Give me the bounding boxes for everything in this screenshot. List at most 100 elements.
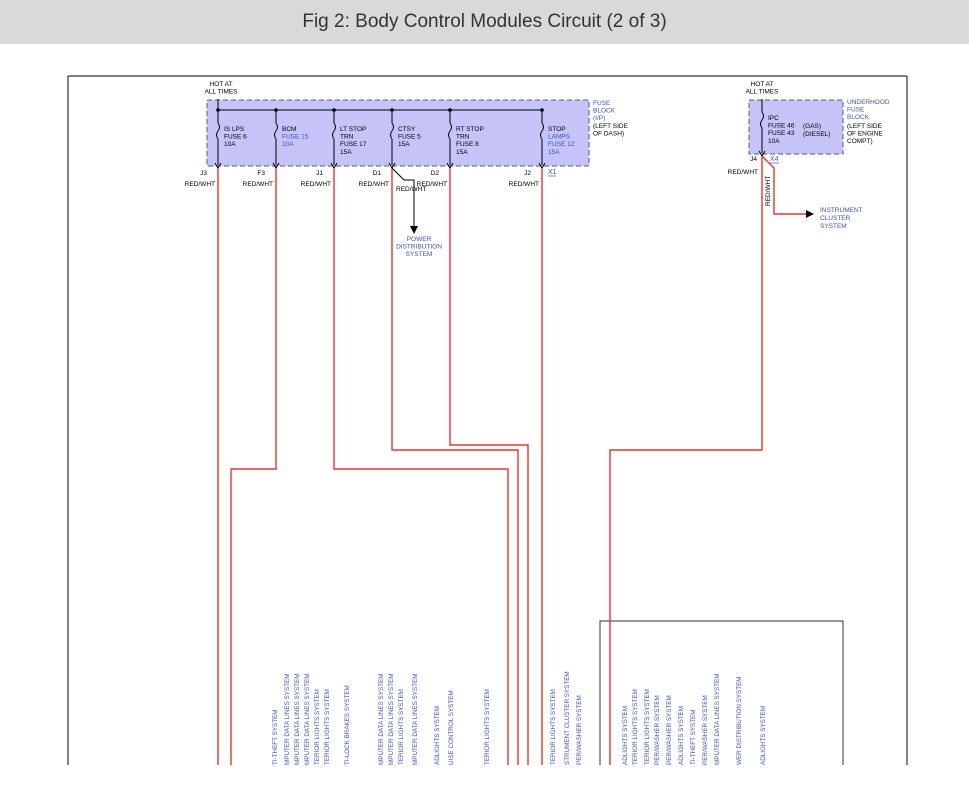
fuse-label: IS LPS	[224, 126, 245, 133]
terminal-label: J3	[200, 170, 207, 177]
branch-wire	[391, 167, 415, 227]
wire-ctsy	[391, 168, 519, 765]
fuse-symbol	[332, 122, 336, 140]
branch-target-label: INSTRUMENT	[820, 207, 863, 214]
fuse-label: 10A	[282, 141, 294, 148]
terminal-label: F3	[257, 170, 265, 177]
arrow-icon	[806, 210, 814, 218]
branch-target-label: SYSTEM	[820, 223, 847, 230]
system-label: PER/WASHER SYSTEM	[654, 695, 661, 765]
wire-ipc-branch	[761, 155, 808, 215]
system-label: TERIOR LIGHTS SYSTEM	[632, 689, 639, 765]
system-label: TI-THEFT SYSTEM	[690, 709, 697, 765]
underhood-fuse-block-name: BLOCK	[847, 114, 870, 121]
fuse-block-name: BLOCK	[593, 108, 616, 115]
underhood-fuse-block-location: COMPT)	[847, 138, 873, 145]
fuse-label: 10A	[768, 138, 780, 145]
fuse-symbol	[448, 122, 452, 140]
wire-lt-stop	[333, 168, 509, 765]
wire-bcm	[230, 168, 277, 765]
system-label: MPUTER DATA LINES SYSTEM	[412, 674, 419, 765]
fuse-label: LAMPS	[548, 134, 571, 141]
system-label: ADLIGHTS SYSTEM	[678, 706, 685, 765]
system-label: PER/WASHER SYSTEM	[702, 695, 709, 765]
fuse-symbol	[760, 111, 764, 129]
page-title: Fig 2: Body Control Modules Circuit (2 o…	[302, 11, 667, 32]
fuse-label: BCM	[282, 126, 296, 133]
terminal-label: J2	[524, 170, 531, 177]
branch-wire-color-label: RED/WHT	[396, 186, 426, 193]
fuse-label: FUSE 46	[768, 123, 795, 130]
cluster-frame	[599, 620, 844, 765]
terminal-label: D2	[431, 170, 440, 177]
fuse-block-location: OF DASH)	[593, 131, 624, 138]
fuse-label: FUSE 12	[548, 141, 575, 148]
fuse-label: LT STOP	[340, 126, 366, 133]
fuse-label: 15A	[456, 149, 468, 156]
wire-color-label: RED/WHT	[728, 169, 758, 176]
terminal-label: D1	[373, 170, 382, 177]
system-label: MPUTER DATA LINES SYSTEM	[284, 674, 291, 765]
connector-label: X4	[770, 156, 779, 163]
system-label: TERIOR LIGHTS SYSTEM	[314, 689, 321, 765]
branch-target-label: SYSTEM	[406, 251, 433, 258]
fuse-symbol	[540, 122, 544, 140]
fuse-label: STOP	[548, 126, 566, 133]
branch-target-label: POWER	[407, 236, 432, 243]
hot-at-all-times-label: ALL TIMES	[205, 89, 239, 96]
fuse-block-name: FUSE	[593, 100, 611, 107]
wire-color-label: RED/WHT	[417, 181, 447, 188]
fuse-block-location: (LEFT SIDE	[593, 123, 629, 130]
wire-color-label: RED/WHT	[185, 181, 215, 188]
branch-target-label: CLUSTER	[820, 215, 851, 222]
fuse-symbol	[390, 122, 394, 140]
fuse-label: 15A	[548, 149, 560, 156]
wire-color-label: RED/WHT	[243, 181, 273, 188]
system-label: TERIOR LIGHTS SYSTEM	[484, 689, 491, 765]
fuse-symbol	[274, 122, 278, 140]
system-label: MPUTER DATA LINES SYSTEM	[714, 674, 721, 765]
system-label: TERIOR LIGHTS SYSTEM	[324, 689, 331, 765]
fuse-note: (GAS)	[803, 123, 821, 130]
fuse-label: 15A	[398, 141, 410, 148]
system-label: ADLIGHTS SYSTEM	[434, 706, 441, 765]
system-label: TERIOR LIGHTS SYSTEM	[550, 689, 557, 765]
hot-at-all-times-label: ALL TIMES	[746, 89, 780, 96]
underhood-fuse-block-name: FUSE	[847, 107, 865, 114]
system-label: WER DISTRIBUTION SYSTEM	[736, 676, 743, 765]
fuse-label: FUSE 43	[768, 130, 795, 137]
fuse-label: FUSE 8	[456, 141, 479, 148]
system-label: TI-THEFT SYSTEM	[272, 709, 279, 765]
terminal-label: J4	[750, 156, 757, 163]
wire-color-label: RED/WHT	[301, 181, 331, 188]
wire-color-label: RED/WHT	[509, 181, 539, 188]
title-bar: Fig 2: Body Control Modules Circuit (2 o…	[0, 0, 969, 44]
fuse-label: 15A	[340, 149, 352, 156]
fuse-label: TRN	[340, 134, 354, 141]
branch-target-label: DISTRIBUTION	[396, 244, 442, 251]
fuse-label: FUSE 17	[340, 141, 367, 148]
system-label: MPUTER DATA LINES SYSTEM	[388, 674, 395, 765]
underhood-fuse-block-location: (LEFT SIDE	[847, 123, 883, 130]
fuse-label: IPC	[768, 115, 779, 122]
terminal-label: J1	[316, 170, 323, 177]
wire-rt-stop	[449, 168, 529, 765]
system-label: TERIOR LIGHTS SYSTEM	[398, 689, 405, 765]
wire-color-label: RED/WHT	[359, 181, 389, 188]
fuse-note: (DIESEL)	[803, 131, 830, 138]
underhood-fuse-block-box	[748, 99, 844, 155]
system-label: MPUTER DATA LINES SYSTEM	[304, 674, 311, 765]
fuse-symbol	[216, 122, 220, 140]
fuse-label: FUSE 5	[398, 134, 421, 141]
fuse-block-name: (I/P)	[593, 115, 605, 122]
arrow-icon	[410, 226, 418, 234]
fuse-label: FUSE 6	[224, 134, 247, 141]
fuse-label: FUSE 15	[282, 134, 309, 141]
system-label: ADLIGHTS SYSTEM	[622, 706, 629, 765]
fuse-label: RT STOP	[456, 126, 484, 133]
fuse-label: TRN	[456, 134, 470, 141]
wire-ipc	[609, 156, 763, 765]
underhood-fuse-block-name: UNDERHOOD	[847, 99, 890, 106]
underhood-fuse-block-location: OF ENGINE	[847, 131, 883, 138]
